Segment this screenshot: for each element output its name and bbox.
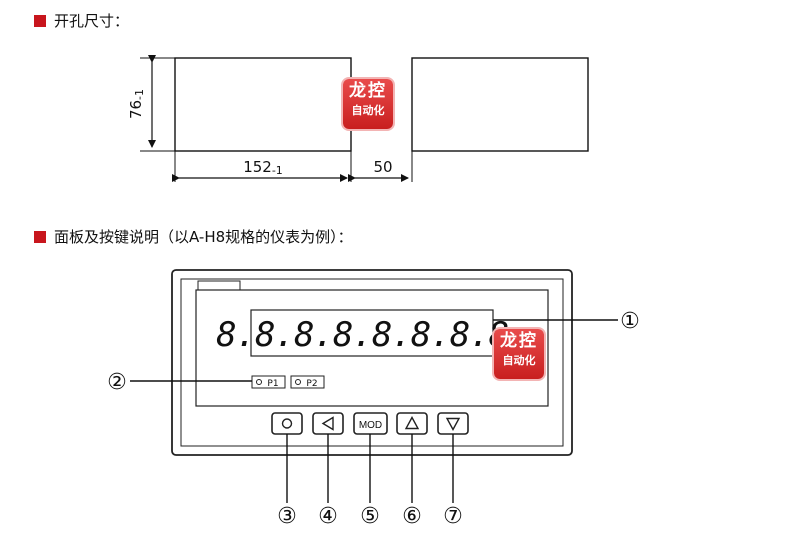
seven-segment-digits: 8.8.8.8.8.8.8.8.	[216, 315, 528, 355]
height-label: 76-1	[127, 89, 146, 119]
cutout-title-text: 开孔尺寸：	[54, 12, 130, 30]
mod-button-label: MOD	[359, 420, 382, 431]
down-button[interactable]	[437, 412, 469, 435]
led-p1-label: P1	[267, 379, 278, 389]
callout-4: ④	[318, 504, 338, 529]
led-p2	[290, 375, 325, 389]
instrument-panel: 8.8.8.8.8.8.8.8. P1 P2 MOD	[171, 269, 573, 456]
gap-label: 50	[373, 158, 392, 176]
callout-2: ②	[107, 370, 127, 395]
led-p2-label: P2	[306, 379, 317, 389]
callout-5: ⑤	[360, 504, 380, 529]
adjacent-cutout-rect	[411, 57, 589, 152]
mod-button[interactable]: MOD	[353, 412, 388, 435]
panel-section-title: 面板及按键说明（以A-H8规格的仪表为例）：	[34, 226, 353, 247]
set-button[interactable]	[271, 412, 303, 435]
left-button[interactable]	[312, 412, 344, 435]
up-triangle-icon	[404, 416, 420, 430]
cutout-drawing	[140, 55, 589, 182]
cutout-rect	[174, 57, 352, 152]
section-bullet-icon	[34, 230, 46, 243]
callout-7: ⑦	[443, 504, 463, 529]
callout-3: ③	[277, 504, 297, 529]
led-p1	[251, 375, 286, 389]
cutout-section-title: 开孔尺寸：	[34, 10, 129, 31]
digit-display-frame	[250, 309, 494, 357]
callout-6: ⑥	[402, 504, 422, 529]
led-p2-icon	[295, 379, 301, 385]
callout-leaders	[130, 319, 618, 503]
section-bullet-icon	[34, 14, 46, 27]
watermark-logo: 龙控 自动化	[343, 79, 393, 129]
led-p1-icon	[256, 379, 262, 385]
panel-title-text: 面板及按键说明（以A-H8规格的仪表为例）：	[54, 228, 353, 246]
panel-tab	[197, 280, 241, 291]
down-triangle-icon	[445, 417, 461, 431]
panel-inner-frame	[180, 278, 564, 447]
circle-icon	[281, 418, 293, 429]
width-label: 152-1	[243, 158, 283, 177]
left-triangle-icon	[321, 416, 334, 431]
up-button[interactable]	[396, 412, 428, 435]
watermark-logo: 龙控 自动化	[494, 329, 544, 379]
callout-1: ①	[620, 309, 640, 334]
